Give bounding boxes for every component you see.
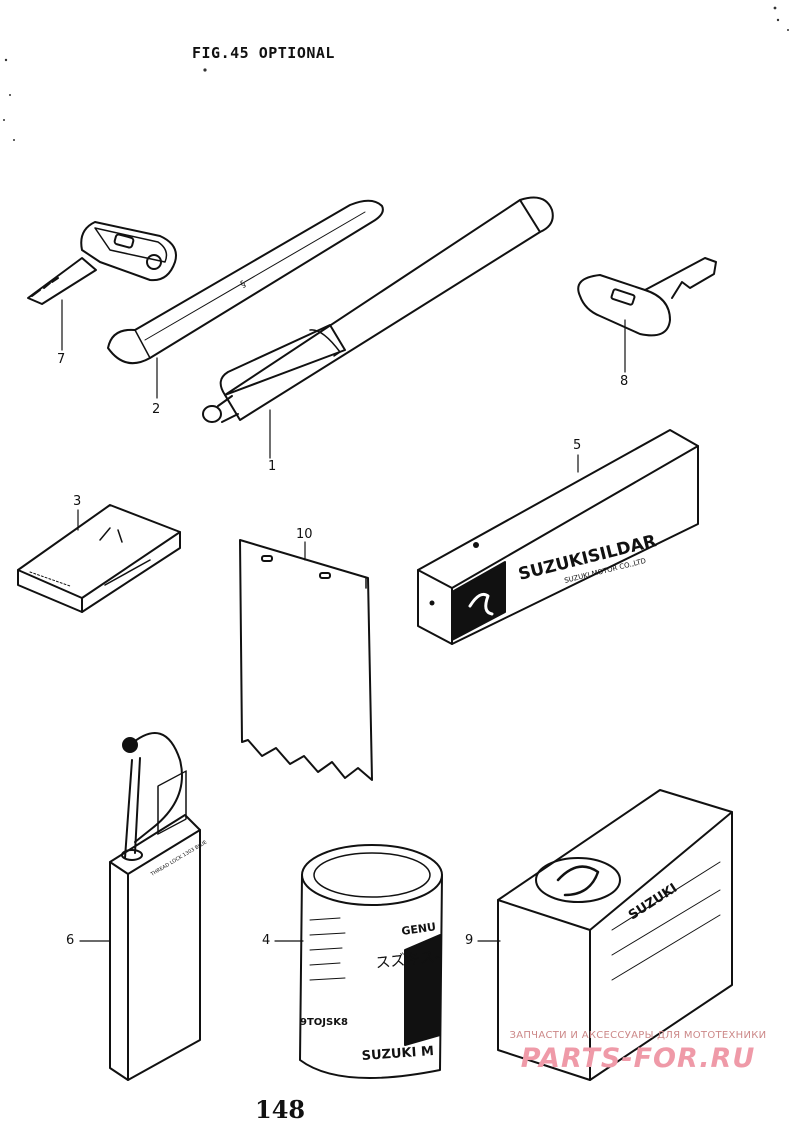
leader-lines	[61, 299, 626, 942]
watermark-tagline: ЗАПЧАСТИ И АКСЕССУАРЫ ДЛЯ МОТОТЕХНИКИ	[509, 1030, 767, 1041]
svg-text:§: §	[239, 279, 248, 290]
part-9-tin	[497, 789, 733, 1081]
can4-code-text: 9TOJSK8	[300, 1017, 348, 1028]
figure-title: FIG.45 OPTIONAL	[192, 44, 335, 62]
callout-2: 2	[152, 402, 161, 417]
callout-7: 7	[57, 352, 66, 367]
can9-brand-text: SUZUKI	[626, 881, 680, 923]
callout-6: 6	[66, 933, 75, 948]
part-1-pump	[202, 196, 554, 423]
part-2-tire-lever: §	[107, 199, 384, 365]
part-3-small-box	[17, 504, 181, 613]
part-5-sildar-box	[417, 429, 699, 645]
callout-10: 10	[296, 527, 313, 542]
part-7-key-holder	[27, 221, 177, 305]
part-10-mud-flap	[239, 539, 373, 781]
can4-brand-text: SUZUKI M	[361, 1044, 434, 1064]
can4-genuine-text: GENU	[401, 920, 437, 938]
callout-9: 9	[465, 933, 474, 948]
callout-3: 3	[73, 494, 82, 509]
part-4-grease-can	[299, 844, 443, 1079]
watermark-site: PARTS-FOR.RU	[520, 1043, 756, 1074]
scan-specks	[3, 6, 789, 141]
callout-5: 5	[573, 438, 582, 453]
part-6-thread-lock-bottle	[109, 732, 201, 1081]
callout-1: 1	[268, 459, 277, 474]
callout-4: 4	[262, 933, 271, 948]
page-number: 148	[255, 1095, 306, 1124]
watermark: ЗАПЧАСТИ И АКСЕССУАРЫ ДЛЯ МОТОТЕХНИКИ PA…	[488, 1030, 788, 1074]
part-8-key	[577, 257, 717, 337]
callout-8: 8	[620, 374, 629, 389]
